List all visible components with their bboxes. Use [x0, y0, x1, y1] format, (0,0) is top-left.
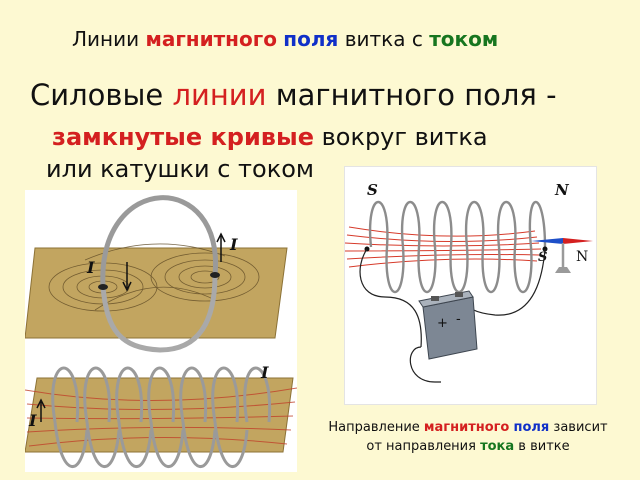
caption-text-2: зависит от направления: [366, 420, 608, 454]
lower-wire-loop: [100, 274, 218, 353]
solenoid-drawing: S N S N + -: [345, 181, 593, 383]
caption-word-current: тока: [480, 439, 515, 454]
battery-plus-label: +: [437, 316, 448, 331]
current-label-c: I: [28, 411, 37, 430]
solenoid-illustration: S N S N + -: [344, 166, 597, 405]
title-text-1: Линии: [72, 27, 146, 51]
statement-line-1-start: Силовые: [30, 78, 173, 112]
pole-label-n: N: [554, 181, 570, 199]
loop-hole-left: [98, 284, 108, 290]
caption-word-field: поля: [513, 420, 550, 435]
statement-line-2-highlight: замкнутые кривые: [52, 123, 314, 151]
upper-field-lines: [48, 243, 260, 312]
figure-caption: Направление магнитного поля зависит от н…: [326, 418, 610, 456]
statement-line-1-highlight: линии: [172, 78, 267, 112]
title-word-current: током: [429, 27, 499, 51]
upper-wire-loop: [100, 195, 218, 288]
current-label-a: I: [86, 258, 95, 277]
loop-hole-right: [210, 272, 220, 278]
compass-needle-icon: [531, 238, 593, 273]
statement-line-1: Силовые линии магнитного поля -: [30, 78, 557, 112]
current-label-d: I: [260, 363, 269, 382]
compass-label-s: S: [538, 250, 547, 265]
caption-text-1: Направление: [328, 420, 424, 435]
caption-text-3: в витке: [514, 439, 570, 454]
battery-icon: [418, 290, 478, 360]
caption-word-magnetic: магнитного: [423, 420, 510, 435]
statement-line-1-end: магнитного поля -: [266, 78, 557, 112]
title-text-2: витка с: [338, 27, 430, 51]
title-word-magnetic: магнитного: [145, 27, 277, 51]
solenoid-turns: [368, 200, 547, 293]
battery-minus-label: -: [456, 312, 461, 327]
statement-line-2: замкнутые кривые вокруг витка: [52, 123, 488, 151]
coil-turns: [51, 366, 272, 468]
wire-left: [359, 248, 422, 348]
loop-and-coil-drawing: I I I I: [25, 195, 297, 468]
pole-label-s: S: [367, 181, 378, 199]
statement-line-3: или катушки с током: [46, 155, 315, 183]
coil-field-lines: [25, 387, 297, 447]
solenoid-field-lines: [345, 226, 542, 268]
title-word-field: поля: [283, 27, 339, 51]
current-label-b: I: [229, 235, 238, 254]
loop-and-coil-illustration: I I I I: [25, 190, 297, 472]
compass-label-n: N: [576, 249, 588, 265]
page-title: Линии магнитного поля витка с током: [72, 27, 498, 51]
statement-line-2-end: вокруг витка: [313, 123, 488, 151]
